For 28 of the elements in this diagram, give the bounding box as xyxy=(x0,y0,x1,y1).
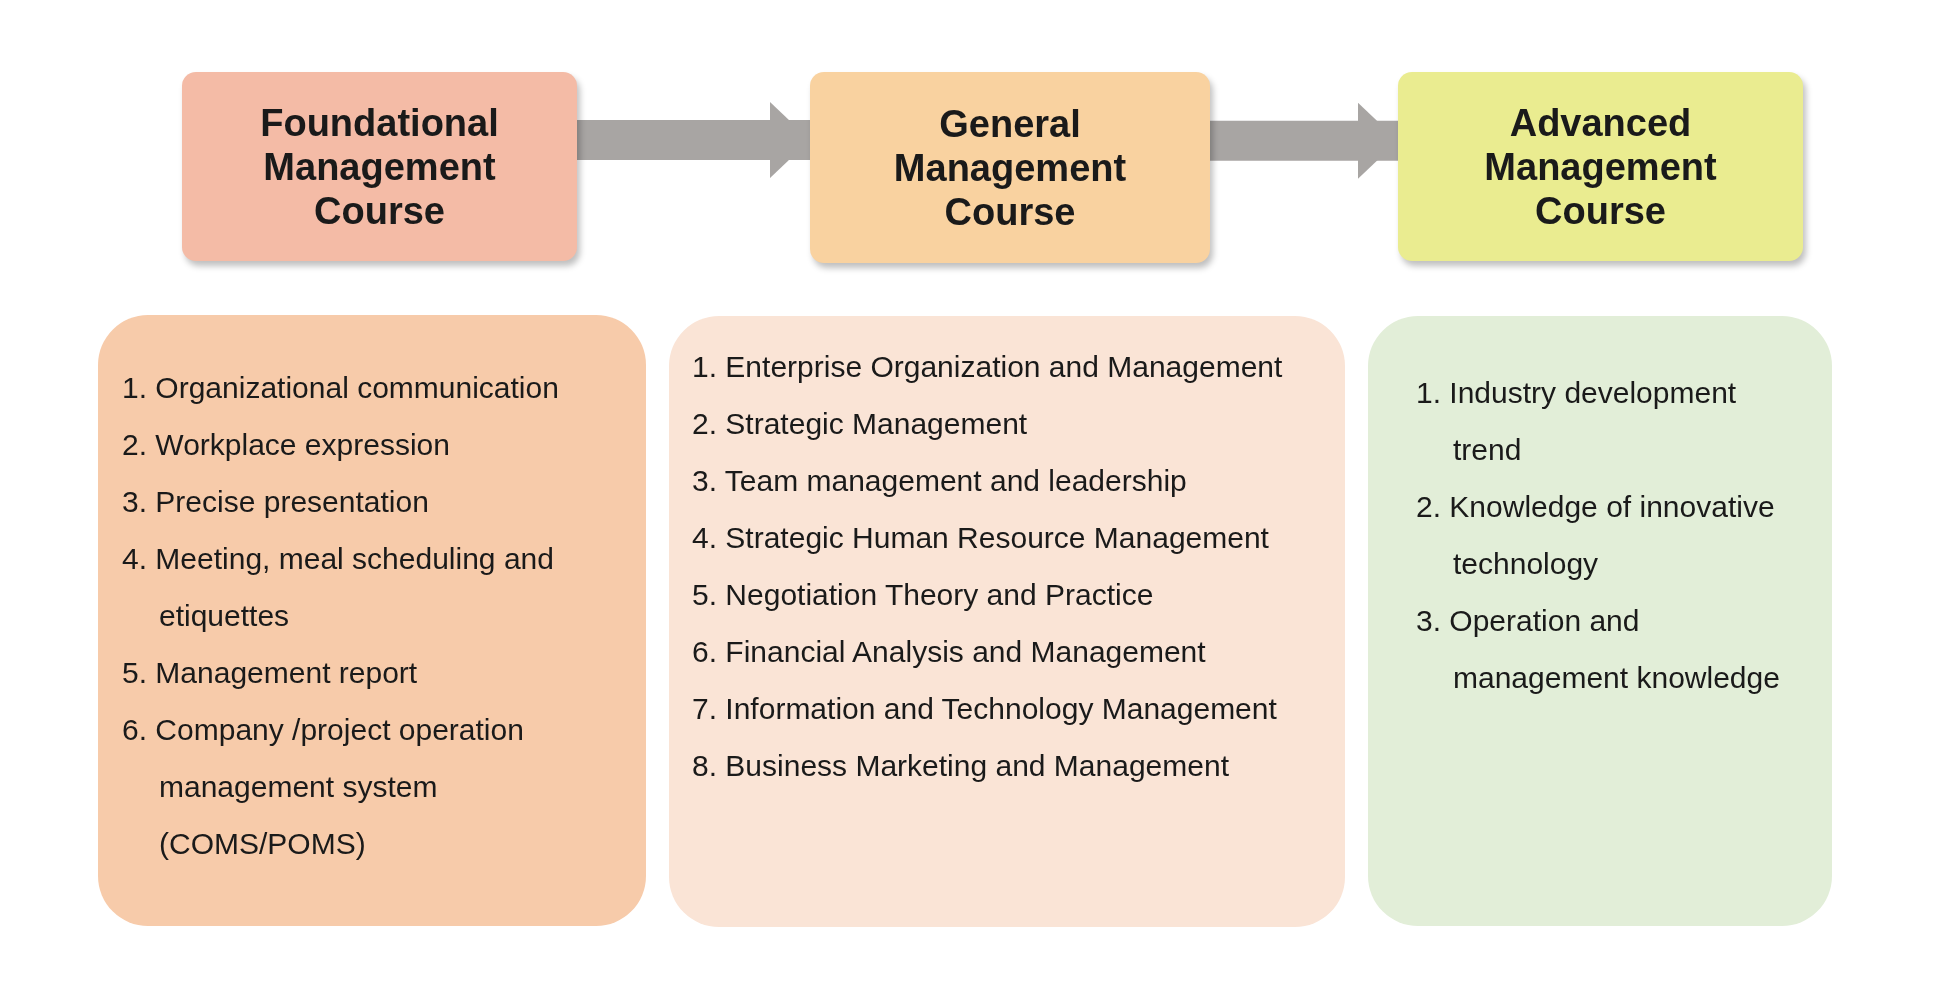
course-title: Foundational Management Course xyxy=(259,100,500,233)
course-box xyxy=(182,72,577,261)
block-arrow xyxy=(577,102,810,179)
course-box xyxy=(1398,72,1803,261)
course-title: General Management Course xyxy=(892,101,1128,234)
topic-panel xyxy=(1368,316,1832,926)
topic-item: 6. Financial Analysis and Management xyxy=(692,634,1207,670)
topic-item: 4. Strategic Human Resource Management xyxy=(692,520,1270,556)
topic-item: 3. Operation and management knowledge xyxy=(1416,603,1781,696)
course-title: Advanced Management Course xyxy=(1483,100,1718,233)
topic-item: 1. Enterprise Organization and Management xyxy=(692,349,1284,385)
topic-item: 2. Strategic Management xyxy=(692,406,1029,442)
topic-item: 7. Information and Technology Management xyxy=(692,691,1278,727)
topic-item: 2. Workplace expression xyxy=(122,427,451,463)
topic-item: 4. Meeting, meal scheduling and etiquettes xyxy=(122,541,555,634)
topic-item: 2. Knowledge of innovative technology xyxy=(1416,489,1776,582)
topic-panel xyxy=(669,316,1345,927)
topic-panel xyxy=(98,315,646,926)
topic-item: 5. Negotiation Theory and Practice xyxy=(692,577,1155,613)
course-box xyxy=(810,72,1210,263)
block-arrow xyxy=(1210,102,1398,179)
topic-item: 3. Team management and leadership xyxy=(692,463,1188,499)
topic-item: 1. Industry development trend xyxy=(1416,375,1738,468)
topic-item: 5. Management report xyxy=(122,655,419,691)
topic-item: 1. Organizational communication xyxy=(122,370,560,406)
topic-item: 3. Precise presentation xyxy=(122,484,430,520)
topic-item: 8. Business Marketing and Management xyxy=(692,748,1230,784)
topic-item: 6. Company /project operation management system (COMS/POMS) xyxy=(122,712,525,862)
